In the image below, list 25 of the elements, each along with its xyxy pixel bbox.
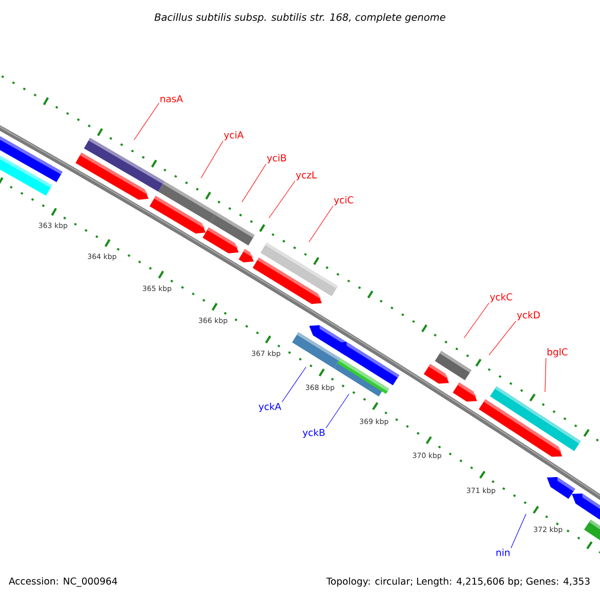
gene-label: yckB: [302, 428, 325, 438]
leader-line: [544, 358, 546, 392]
gene-label: yckC: [490, 293, 512, 302]
gene-label: yckD: [516, 311, 540, 320]
accession-text: Accession: NC_000964: [8, 577, 118, 587]
leader-line: [326, 394, 350, 428]
gene-label: bglC: [548, 348, 568, 358]
title: Bacillus subtilis subsp. subtilis str. 168, complete genome: [154, 13, 446, 23]
gene-label: yczL: [296, 171, 317, 180]
gene-label: nasA: [160, 95, 183, 102]
gene-label: yciC: [334, 196, 354, 206]
leader-line: [282, 366, 306, 402]
genome-info-text: Topology: circular; Length: 4,215,606 bp; Genes: 4,353: [326, 577, 590, 587]
leader-line: [134, 102, 160, 140]
leader-line: [464, 302, 490, 338]
leader-line: [268, 180, 296, 218]
gene-label: yckA: [258, 402, 282, 412]
gene-label: yciB: [266, 154, 286, 164]
gene-label: nin: [496, 548, 510, 556]
leader-line: [488, 320, 516, 356]
leader-line: [510, 514, 526, 548]
leader-line: [308, 206, 334, 242]
gene-label: yciA: [224, 131, 244, 140]
leader-line: [200, 140, 224, 178]
leader-line: [242, 164, 266, 202]
